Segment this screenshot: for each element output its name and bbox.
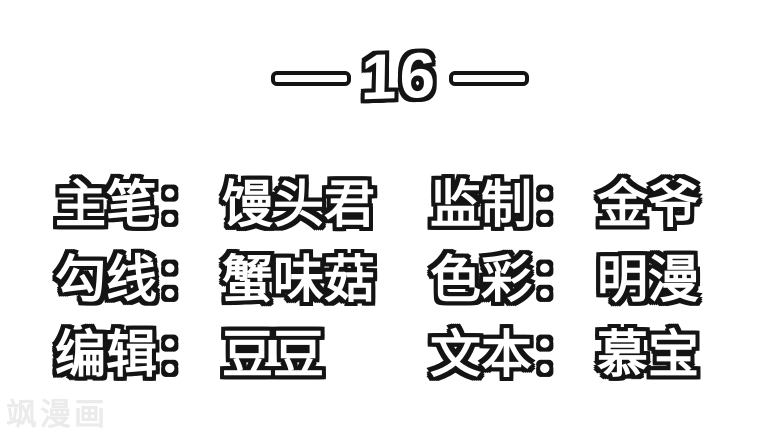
credit-name-value: 蟹味菇 — [222, 251, 376, 308]
credit-line-art: 勾线： 蟹味菇 — [55, 242, 430, 317]
credit-role-label: 勾线： — [55, 251, 209, 308]
credit-role-label: 监制： — [430, 176, 584, 233]
credit-name-value: 金爷 — [597, 176, 700, 233]
credit-name-value: 豆豆 — [222, 326, 325, 383]
credit-name-value: 馒头君 — [222, 176, 376, 233]
chapter-dash-right — [448, 70, 529, 86]
credit-role-label: 文本： — [430, 326, 584, 383]
credit-text-writer: 文本： 慕宝 — [430, 317, 699, 392]
credit-name-value: 明漫 — [597, 251, 700, 308]
watermark-text: 飒漫画 — [6, 397, 108, 432]
credits-grid: 主笔： 馒头君 监制： 金爷 勾线： 蟹味菇 色彩： 明漫 编辑： 豆豆 文本：… — [55, 167, 699, 392]
credit-producer: 监制： 金爷 — [430, 167, 699, 242]
credit-editor: 编辑： 豆豆 — [55, 317, 430, 392]
credit-color: 色彩： 明漫 — [430, 242, 699, 317]
chapter-header: 16 — [20, 38, 760, 114]
credit-role-label: 主笔： — [55, 176, 209, 233]
credit-role-label: 编辑： — [55, 326, 209, 383]
credit-name-value: 慕宝 — [597, 326, 700, 383]
credit-role-label: 色彩： — [430, 251, 584, 308]
chapter-dash-left — [271, 70, 352, 86]
chapter-number: 16 — [360, 38, 440, 114]
credit-main-artist: 主笔： 馒头君 — [55, 167, 430, 242]
